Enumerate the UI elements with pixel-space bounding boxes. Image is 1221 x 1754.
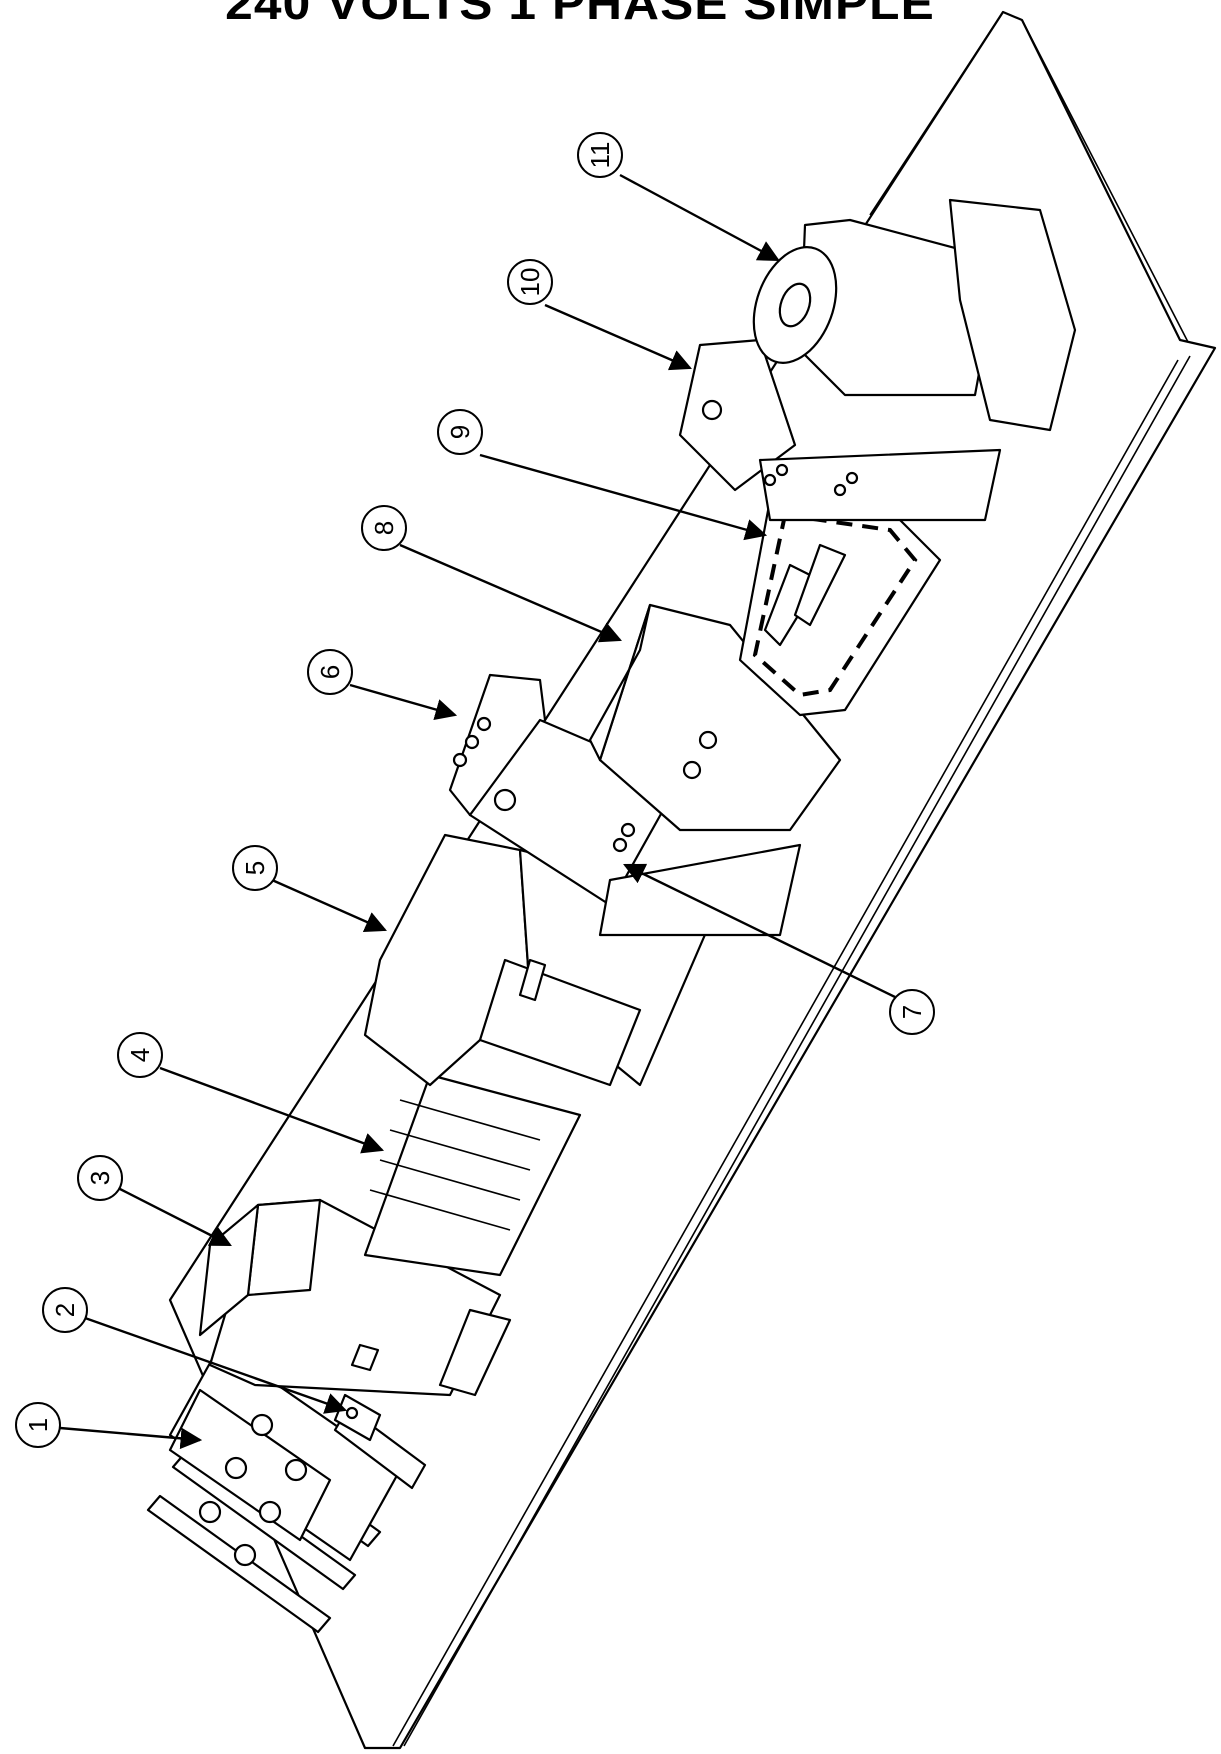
terminal-block-assembly bbox=[146, 1343, 402, 1634]
callout-11-label: 11 bbox=[585, 142, 615, 169]
callout-6-label: 6 bbox=[315, 665, 345, 679]
callout-9: 9 bbox=[437, 409, 483, 455]
callout-5-label: 5 bbox=[240, 861, 270, 875]
callout-9-label: 9 bbox=[445, 425, 475, 439]
callout-10: 10 bbox=[507, 259, 553, 305]
callout-10-label: 10 bbox=[515, 268, 545, 297]
callout-6: 6 bbox=[307, 649, 353, 695]
callout-2-label: 2 bbox=[50, 1303, 80, 1317]
main-breaker bbox=[198, 1198, 512, 1397]
callout-1: 1 bbox=[15, 1402, 61, 1448]
drawing-title: 240 VOLTS 1 PHASE SIMPLE bbox=[225, 0, 935, 29]
callout-4-label: 4 bbox=[125, 1048, 155, 1062]
leader-lines bbox=[59, 173, 896, 1450]
callout-5: 5 bbox=[232, 845, 278, 891]
circuit-breaker-row bbox=[363, 1073, 582, 1277]
callout-8: 8 bbox=[361, 505, 407, 551]
callout-1-label: 1 bbox=[23, 1418, 53, 1432]
callout-8-label: 8 bbox=[369, 521, 399, 535]
callout-7-label: 7 bbox=[897, 1005, 927, 1019]
callout-3: 3 bbox=[77, 1155, 123, 1201]
callout-11: 11 bbox=[577, 132, 623, 178]
mounting-bracket bbox=[678, 338, 1002, 522]
transformer bbox=[752, 198, 1077, 432]
callout-4: 4 bbox=[117, 1032, 163, 1078]
callout-7: 7 bbox=[889, 989, 935, 1035]
callout-2: 2 bbox=[42, 1287, 88, 1333]
relay-socket bbox=[588, 603, 842, 832]
control-board bbox=[738, 498, 942, 717]
callout-3-label: 3 bbox=[85, 1171, 115, 1185]
